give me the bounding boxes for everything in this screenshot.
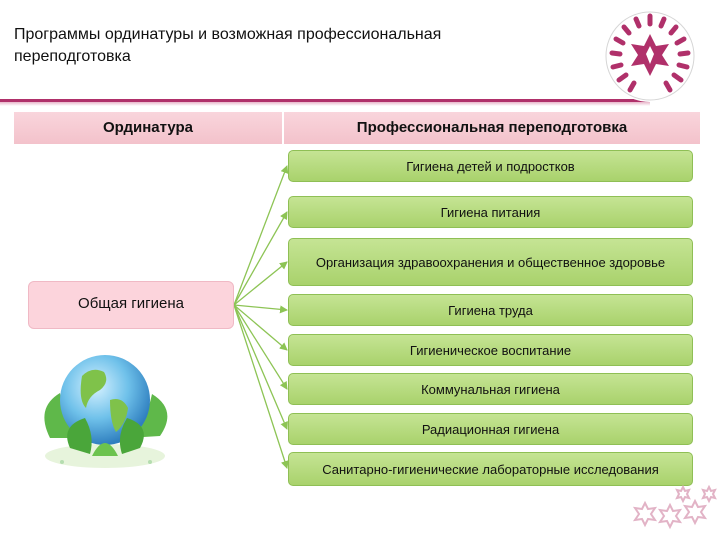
arrow-5 [233,304,288,351]
header-residency: Ординатура [103,119,193,136]
arrow-3 [233,261,288,306]
header-retraining: Профессиональная переподготовка [356,119,628,136]
target-node-1: Гигиена детей и подростков [288,150,693,182]
arrow-4 [233,304,288,314]
target-node-3: Организация здравоохранения и общественн… [288,238,693,286]
header-divider [282,112,284,144]
source-node-general-hygiene: Общая гигиена [28,281,234,329]
arrow-6 [233,304,288,390]
arrow-7 [233,304,288,430]
target-node-8: Санитарно-гигиенические лабораторные исс… [288,452,693,486]
target-node-4: Гигиена труда [288,294,693,326]
column-header-band: Ординатура Профессиональная переподготов… [14,112,700,144]
title-divider [0,99,650,102]
logo-emblem-icon [604,10,696,102]
decorative-stars-icon [632,485,717,530]
arrow-2 [233,211,288,306]
page-title: Программы ординатуры и возможная професс… [14,26,442,65]
arrow-1 [233,165,289,306]
globe-with-leaves-icon [44,355,168,468]
title-divider-shadow [0,102,650,106]
target-node-6: Коммунальная гигиена [288,373,693,405]
target-node-7: Радиационная гигиена [288,413,693,445]
target-node-2: Гигиена питания [288,196,693,228]
target-node-5: Гигиеническое воспитание [288,334,693,366]
arrow-8 [233,304,289,469]
